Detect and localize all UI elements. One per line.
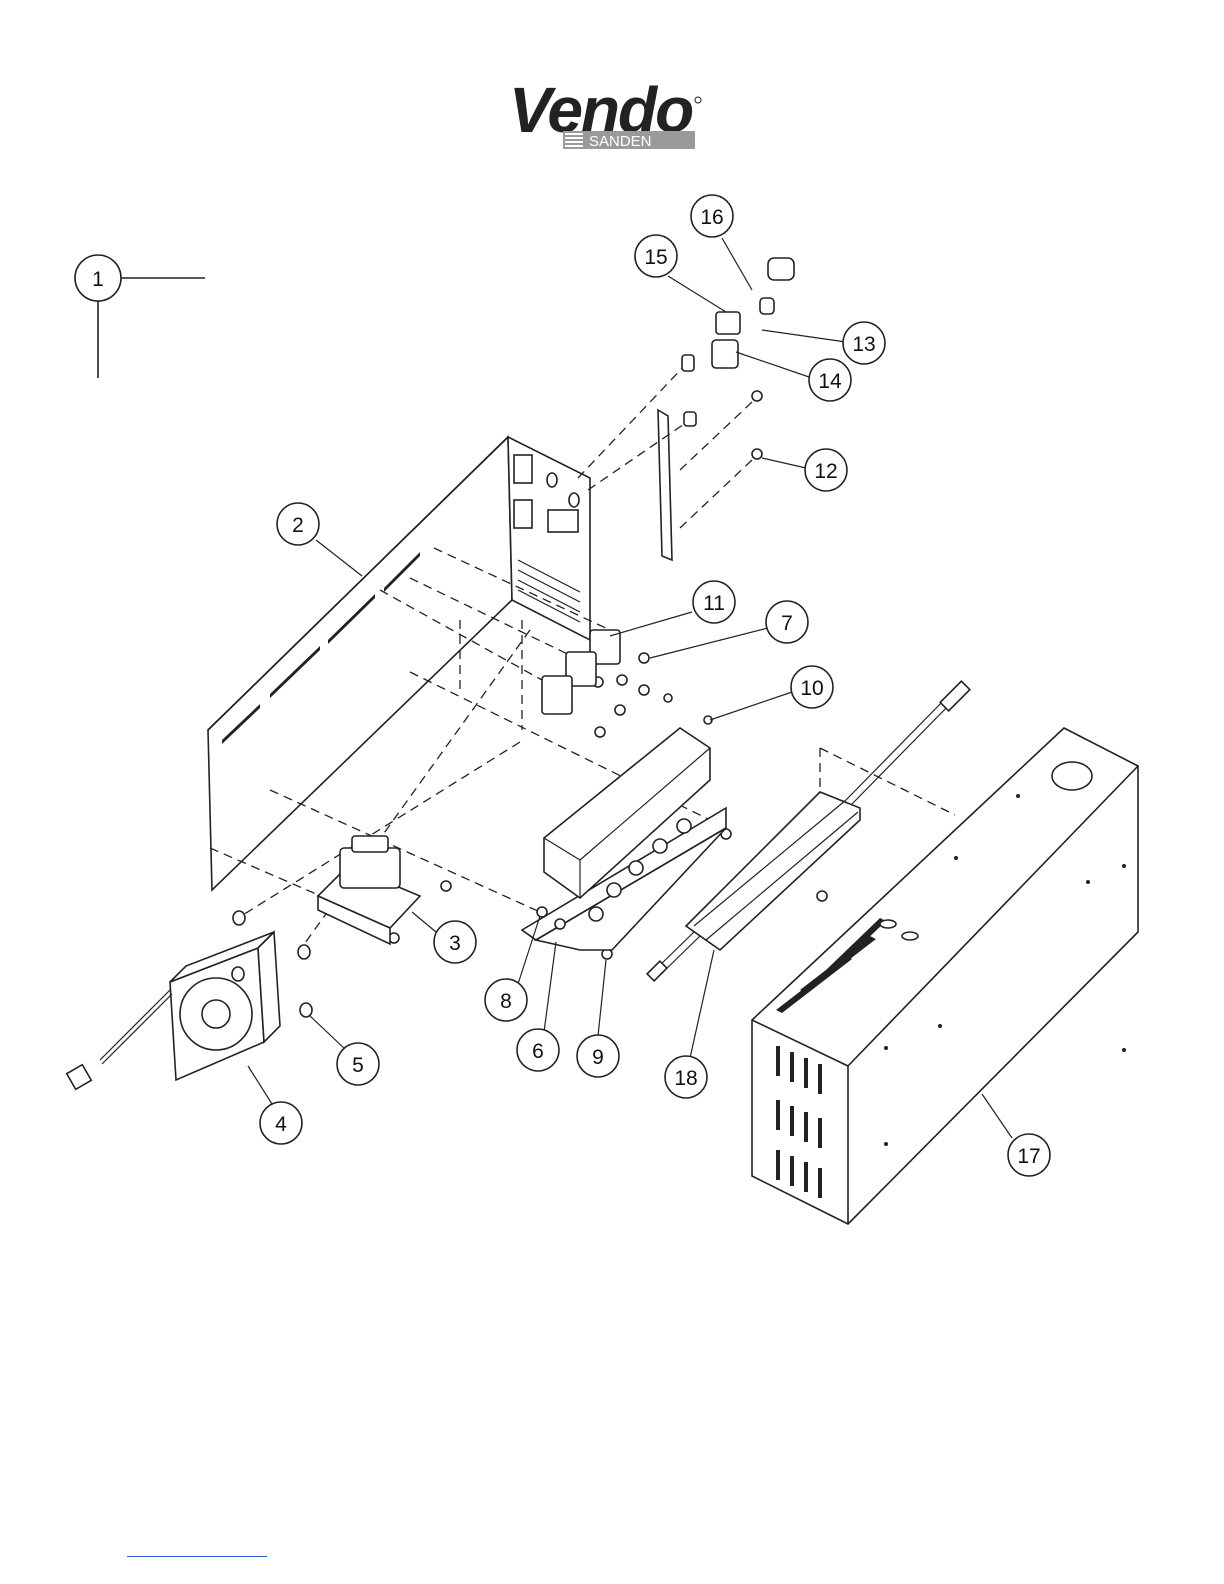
callout-label: 14	[818, 370, 842, 393]
callout-1: 1	[75, 255, 121, 301]
callout-2: 2	[277, 503, 319, 545]
callout-label: 7	[781, 612, 793, 635]
callout-label: 6	[532, 1040, 544, 1063]
switch-assembly	[682, 258, 794, 426]
callout-label: 9	[592, 1046, 604, 1069]
callout-label: 17	[1017, 1145, 1040, 1168]
callout-label: 8	[500, 990, 512, 1013]
transformer	[318, 836, 420, 944]
callout-4: 4	[260, 1102, 302, 1144]
callout-6: 6	[517, 1029, 559, 1071]
callout-18: 18	[665, 1056, 707, 1098]
relays	[542, 630, 620, 714]
callout-label: 18	[674, 1067, 697, 1090]
callout-15: 15	[635, 235, 677, 277]
callout-label: 13	[852, 333, 875, 356]
callout-16: 16	[691, 195, 733, 237]
callout-13: 13	[843, 322, 885, 364]
callout-12: 12	[805, 449, 847, 491]
callout-8: 8	[485, 979, 527, 1021]
callout-label: 12	[814, 460, 837, 483]
callout-9: 9	[577, 1035, 619, 1077]
callout-label: 10	[800, 677, 823, 700]
callout-label: 11	[703, 592, 725, 615]
callout-label: 15	[644, 246, 667, 269]
callout-3: 3	[434, 921, 476, 963]
callout-label: 2	[292, 514, 304, 537]
callout-label: 5	[352, 1054, 364, 1077]
callout-label: 3	[449, 932, 461, 955]
callout-label: 16	[700, 206, 723, 229]
cooling-fan	[67, 932, 280, 1089]
callout-10: 10	[791, 666, 833, 708]
callout-label: 4	[275, 1113, 287, 1136]
callout-14: 14	[809, 359, 851, 401]
callout-7: 7	[766, 601, 808, 643]
callout-label: 1	[92, 268, 104, 291]
callout-5: 5	[337, 1043, 379, 1085]
footer-link-rule	[127, 1556, 267, 1557]
callout-17: 17	[1008, 1134, 1050, 1176]
callout-11: 11	[693, 581, 735, 623]
